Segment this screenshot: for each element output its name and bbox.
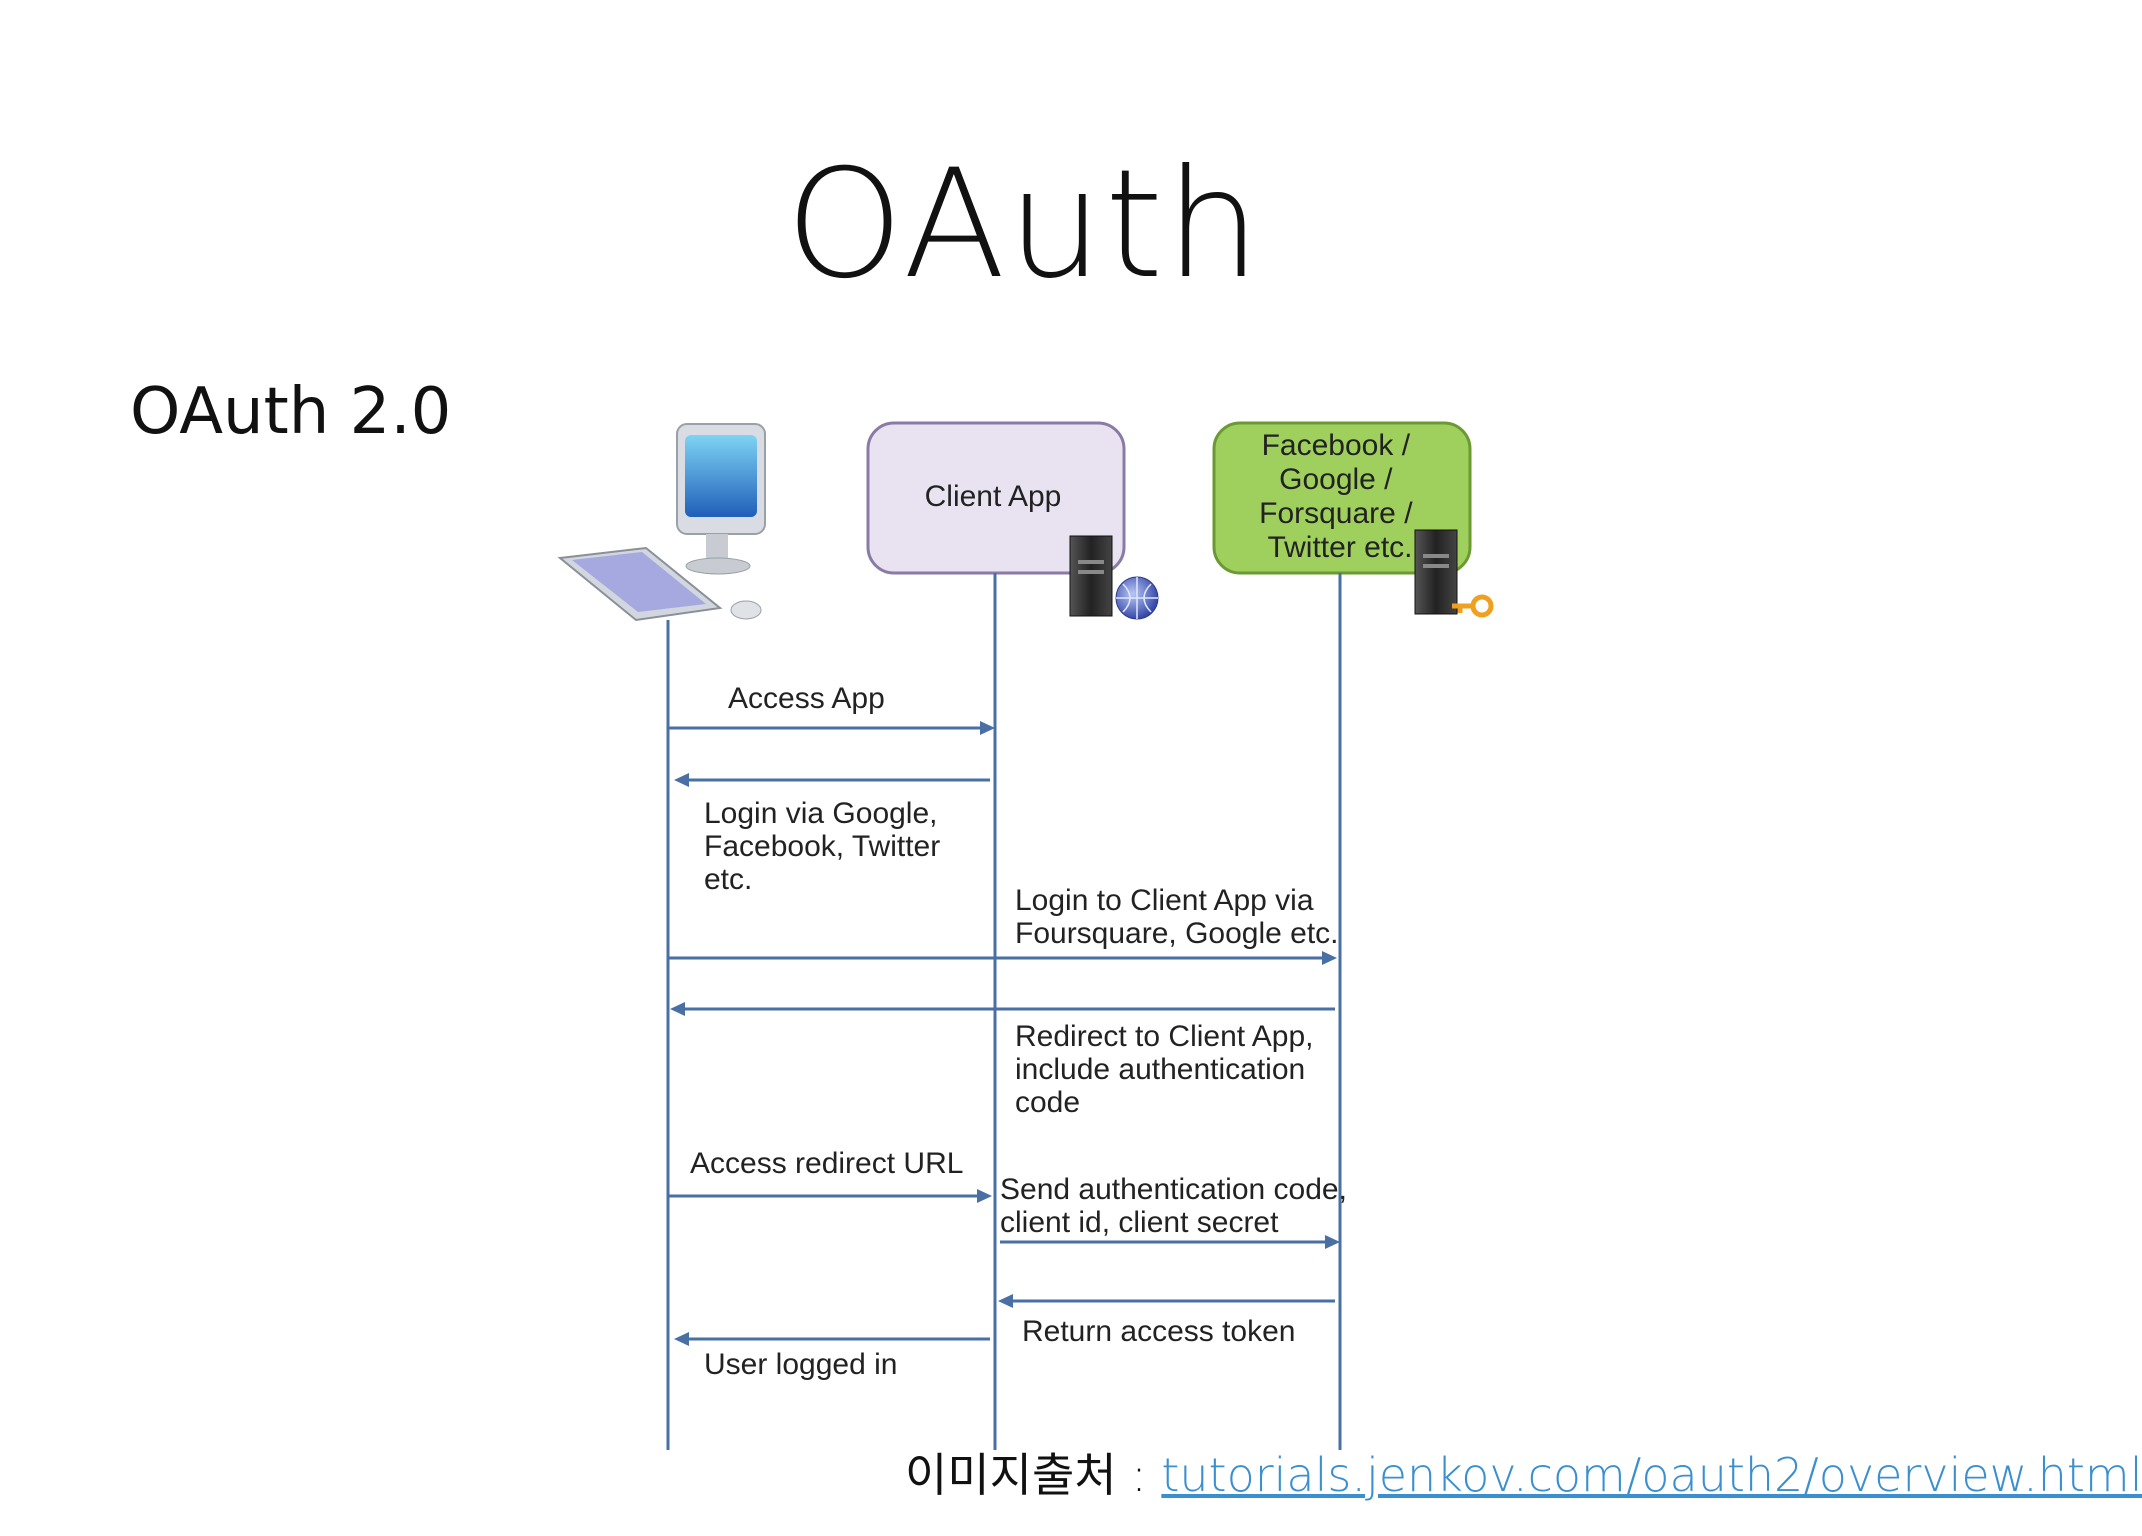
message-label: Login via Google, Facebook, Twitter etc. (704, 797, 949, 896)
slide-title: OAuth (785, 138, 1263, 312)
message-send-auth-code: Send authentication code, client id, cli… (1000, 1173, 1355, 1249)
message-login-options: Login via Google, Facebook, Twitter etc. (674, 773, 990, 896)
credit-prefix: 이미지출처 : (905, 1448, 1162, 1502)
message-user-logged-in: User logged in (674, 1332, 990, 1381)
sequence-diagram-svg: Client App Facebook / Google / Forsquare… (557, 421, 1494, 1450)
message-login-via-provider: Login to Client App via Foursquare, Goog… (668, 884, 1339, 965)
message-label: Access App (728, 682, 885, 715)
auth-provider-box: Facebook / Google / Forsquare / Twitter … (1212, 421, 1472, 575)
provider-label-line: Twitter etc. (1267, 531, 1412, 564)
client-app-box: Client App (866, 421, 1126, 575)
message-label: Login to Client App via Foursquare, Goog… (1015, 884, 1339, 950)
slide-subtitle: OAuth 2.0 (130, 375, 452, 449)
provider-label-line: Facebook / (1262, 429, 1411, 462)
client-app-label: Client App (925, 480, 1062, 513)
key-server-icon (1414, 529, 1494, 618)
provider-label-line: Forsquare / (1259, 497, 1413, 530)
oauth-sequence-diagram: Client App Facebook / Google / Forsquare… (540, 410, 1540, 1460)
message-access-app: Access App (668, 682, 995, 735)
message-label: Return access token (1022, 1315, 1295, 1348)
user-computer-icon (557, 423, 766, 622)
message-redirect-with-code: Redirect to Client App, include authenti… (670, 1002, 1335, 1119)
credit-link[interactable]: tutorials.jenkov.com/oauth2/overview.htm… (1161, 1448, 2142, 1502)
message-access-redirect-url: Access redirect URL (668, 1147, 992, 1203)
message-label: User logged in (704, 1348, 897, 1381)
web-server-icon (1069, 535, 1159, 620)
provider-label-line: Google / (1279, 463, 1393, 496)
message-label: Redirect to Client App, include authenti… (1015, 1020, 1322, 1119)
image-credit: 이미지출처 : tutorials.jenkov.com/oauth2/over… (905, 1452, 2142, 1498)
message-return-access-token: Return access token (998, 1294, 1335, 1348)
message-label: Send authentication code, client id, cli… (1000, 1173, 1355, 1239)
message-label: Access redirect URL (690, 1147, 963, 1180)
provider-label: Facebook / Google / Forsquare / Twitter … (1259, 429, 1421, 564)
